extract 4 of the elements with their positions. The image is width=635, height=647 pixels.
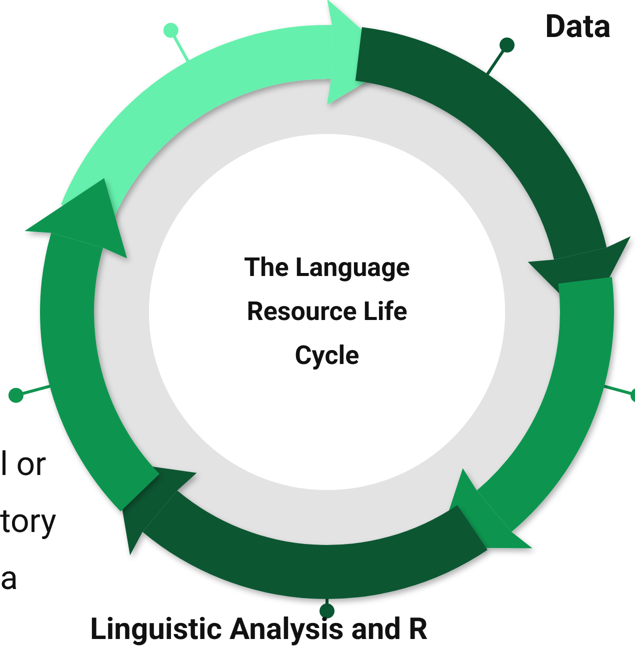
stage-heading: Data — [545, 6, 612, 47]
stage-heading: Linguistic Analysis and R — [90, 611, 429, 647]
stage-text: l or tory a — [0, 444, 58, 600]
cycle-title: The Language Resource Life Cycle — [243, 252, 411, 373]
